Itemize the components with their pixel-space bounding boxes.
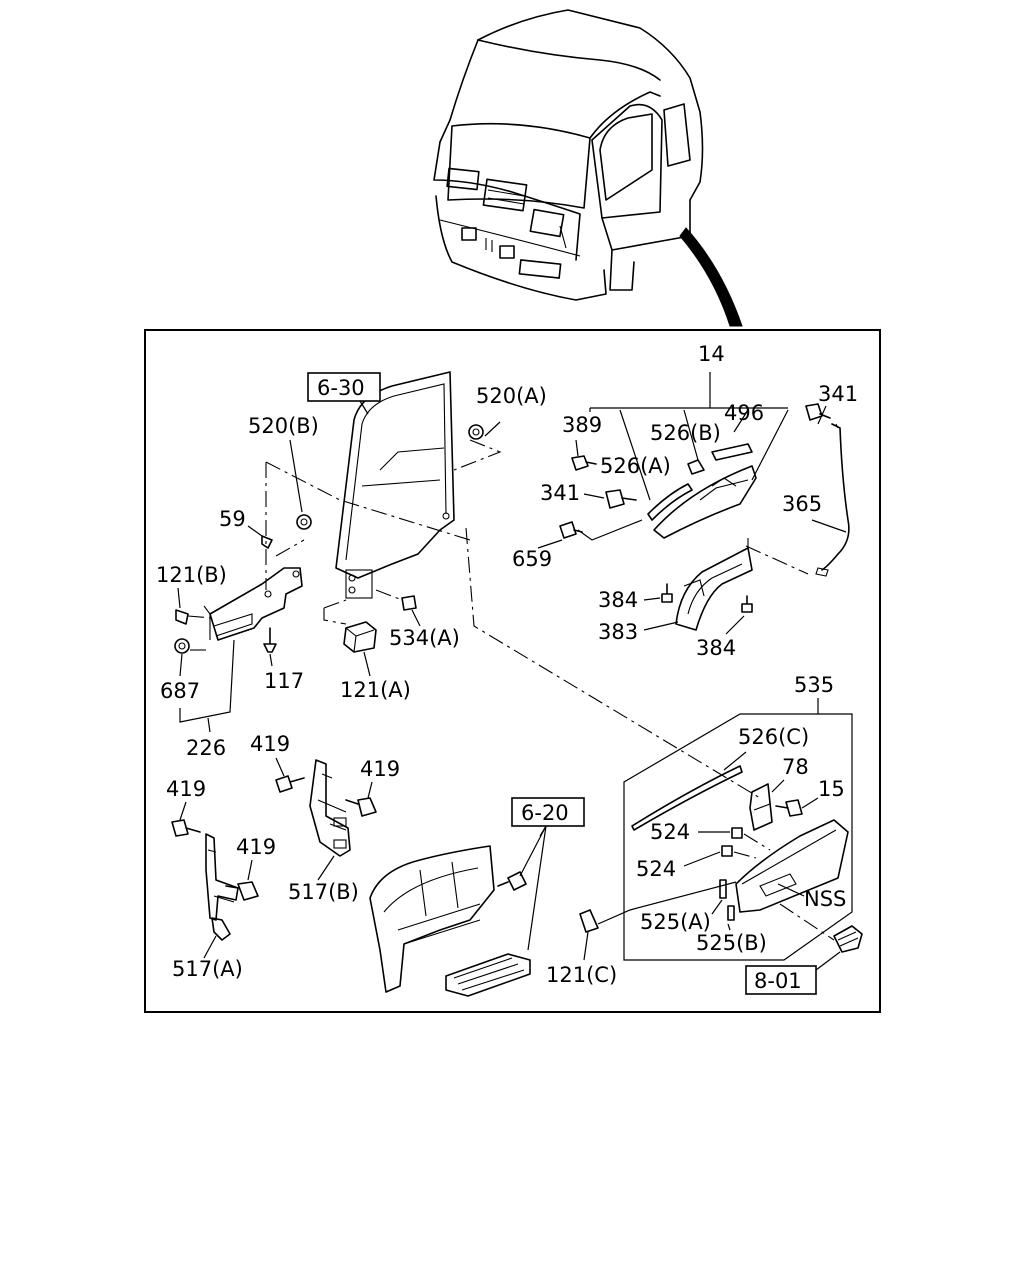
ref-6-20-label: 6-20 [521, 801, 569, 825]
label-517a: 517(A) [172, 957, 243, 981]
nut-520a [468, 424, 484, 440]
label-419d: 419 [236, 835, 276, 859]
clip-59 [261, 535, 273, 549]
label-389: 389 [562, 413, 602, 437]
label-121c: 121(C) [546, 963, 617, 987]
label-524b: 524 [636, 857, 676, 881]
part-8-01 [833, 925, 863, 953]
label-117: 117 [264, 669, 304, 693]
label-341b: 341 [540, 481, 580, 505]
screw-121b [175, 609, 189, 625]
bracket-517b-drawing [309, 759, 351, 857]
label-341a: 341 [818, 382, 858, 406]
label-659: 659 [512, 547, 552, 571]
step-assembly-drawing [369, 845, 531, 997]
label-226: 226 [186, 736, 226, 760]
screw-389 [571, 455, 597, 471]
label-520b: 520(B) [248, 414, 319, 438]
clip-526b [687, 459, 705, 475]
clip-525b [727, 905, 735, 921]
label-419c: 419 [166, 777, 206, 801]
screw-117 [263, 627, 277, 653]
label-534a: 534(A) [389, 626, 460, 650]
label-687: 687 [160, 679, 200, 703]
label-524a: 524 [650, 820, 690, 844]
label-526b: 526(B) [650, 421, 721, 445]
pad-496 [711, 443, 753, 461]
label-383: 383 [598, 620, 638, 644]
bolt-341b [605, 489, 637, 509]
screw-15 [775, 799, 803, 817]
label-365: 365 [782, 492, 822, 516]
washer-687 [174, 638, 190, 654]
label-14: 14 [698, 342, 725, 366]
bracket-78 [749, 783, 773, 831]
bracket-517a-drawing [205, 833, 239, 941]
bolt-419d [225, 881, 259, 901]
clip-524a [731, 827, 743, 839]
bolt-341a [805, 403, 831, 421]
bolt-step [497, 871, 527, 891]
strip-526a [647, 483, 693, 521]
label-384b: 384 [696, 636, 736, 660]
label-419a: 419 [250, 732, 290, 756]
label-517b: 517(B) [288, 880, 359, 904]
door-frame-drawing [335, 371, 455, 599]
ref-8-01-label: 8-01 [754, 969, 802, 993]
bumper-121a [343, 621, 377, 653]
label-15: 15 [818, 777, 845, 801]
ref-box-6-30[interactable]: 6-30 [307, 372, 381, 402]
label-NSS: NSS [804, 887, 846, 911]
label-419b: 419 [360, 757, 400, 781]
rivet-384b [741, 595, 753, 613]
bolt-419a [275, 775, 305, 793]
bolt-419c [171, 819, 201, 837]
rivet-384a [661, 583, 673, 603]
label-384a: 384 [598, 588, 638, 612]
label-59: 59 [219, 507, 246, 531]
label-525b: 525(B) [696, 931, 767, 955]
label-78: 78 [782, 755, 809, 779]
nut-520b [296, 514, 312, 530]
bumper-121c [579, 909, 599, 933]
label-526a: 526(A) [600, 454, 671, 478]
rod-365 [821, 423, 850, 571]
clip-524b [721, 845, 733, 857]
upper-cover-drawing [653, 465, 757, 539]
strip-526c [631, 765, 743, 831]
label-525a: 525(A) [640, 910, 711, 934]
hinge-bracket-drawing [203, 567, 303, 641]
clip-525a [719, 879, 727, 899]
cover-group-outline [623, 713, 853, 961]
label-121a: 121(A) [340, 678, 411, 702]
ref-box-8-01[interactable]: 8-01 [745, 965, 817, 995]
label-496: 496 [724, 401, 764, 425]
ref-6-30-label: 6-30 [317, 376, 365, 400]
bracket-383-drawing [675, 547, 753, 631]
bolt-419b [345, 797, 377, 817]
clip-534a [401, 595, 417, 611]
label-121b: 121(B) [156, 563, 227, 587]
truck-cab-drawing [433, 9, 743, 327]
label-535: 535 [794, 673, 834, 697]
label-520a: 520(A) [476, 384, 547, 408]
ref-box-6-20[interactable]: 6-20 [511, 797, 585, 827]
detail-frame [144, 329, 881, 1013]
label-526c: 526(C) [738, 725, 809, 749]
side-cover-drawing [735, 819, 849, 913]
